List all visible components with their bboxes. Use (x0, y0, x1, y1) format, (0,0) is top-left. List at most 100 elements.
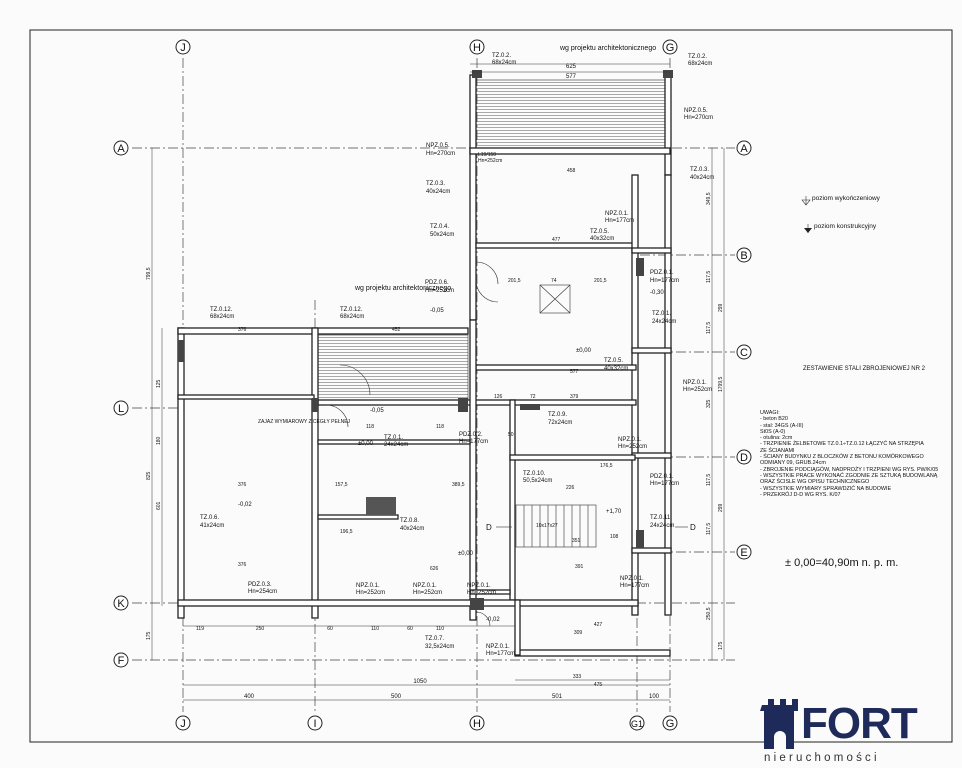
svg-text:60: 60 (327, 626, 333, 632)
svg-text:201,5: 201,5 (508, 278, 521, 284)
svg-text:157,5: 157,5 (335, 482, 348, 488)
note-line: - otulina: 2cm (760, 435, 793, 442)
svg-text:117,5: 117,5 (706, 322, 712, 334)
dimension-labels: 625 577 1050 400 500 501 100 119 250 60 … (146, 64, 724, 700)
svg-text:B: B (740, 250, 747, 262)
svg-text:J: J (180, 42, 186, 54)
svg-text:I: I (313, 718, 316, 730)
svg-text:Hn=252cm: Hn=252cm (683, 387, 712, 393)
svg-text:458: 458 (567, 168, 576, 174)
svg-text:100: 100 (649, 694, 660, 700)
svg-text:68x24cm: 68x24cm (210, 314, 234, 320)
svg-text:K: K (117, 598, 125, 610)
axis-bubble-top-h: H (469, 39, 485, 55)
architect-note-top: wg projektu architektonicznego (559, 45, 656, 52)
svg-text:TZ.0.2.: TZ.0.2. (492, 53, 511, 59)
svg-text:-0,05: -0,05 (430, 308, 444, 314)
svg-text:325: 325 (706, 399, 712, 408)
svg-text:PDZ.0.6.: PDZ.0.6. (425, 280, 449, 286)
note-line: UWAGI: (760, 410, 780, 416)
terrace-hatch-mid (317, 334, 469, 404)
svg-text:427: 427 (594, 622, 603, 628)
svg-text:74: 74 (551, 278, 557, 284)
svg-text:Hn=177cm: Hn=177cm (650, 481, 679, 487)
axis-bubble-bottom-h: H (469, 715, 485, 731)
svg-text:110: 110 (371, 626, 379, 632)
svg-text:Hn=252cm: Hn=252cm (618, 444, 647, 450)
svg-text:376: 376 (238, 482, 247, 488)
svg-text:379: 379 (570, 394, 579, 400)
brand-logo: FORT nieruchomości (758, 697, 958, 767)
elevation-datum: ± 0,00=40,90m n. p. m. (785, 557, 899, 569)
svg-text:32,5x24cm: 32,5x24cm (425, 644, 454, 650)
axis-bubble-top-j: J (175, 39, 191, 55)
svg-text:Hn=252cm: Hn=252cm (413, 590, 442, 596)
svg-text:626: 626 (430, 566, 439, 572)
svg-text:117,5: 117,5 (706, 523, 712, 535)
svg-text:175: 175 (146, 631, 152, 640)
axis-bubble-bottom-i: I (307, 715, 323, 731)
svg-text:F: F (118, 655, 125, 667)
svg-text:Hn=177cm: Hn=177cm (486, 651, 515, 657)
svg-text:TZ.0.10.: TZ.0.10. (523, 471, 546, 477)
svg-text:601: 601 (156, 501, 162, 510)
svg-text:799,5: 799,5 (146, 267, 152, 280)
svg-text:40x24cm: 40x24cm (426, 189, 450, 195)
svg-text:Hn=177cm: Hn=177cm (605, 218, 634, 224)
axis-bubble-right-c: C (736, 344, 752, 360)
svg-text:72: 72 (530, 394, 536, 400)
svg-text:196,5: 196,5 (340, 529, 353, 535)
svg-text:40x32cm: 40x32cm (604, 366, 628, 372)
axis-bubble-left-f: F (113, 652, 129, 668)
svg-text:TZ.0.5.: TZ.0.5. (604, 358, 623, 364)
svg-text:126: 126 (494, 394, 503, 400)
axis-bubble-top-g: G (662, 39, 678, 55)
tower-icon (760, 699, 798, 753)
svg-text:Hn=252cm: Hn=252cm (356, 590, 385, 596)
note-line: - WSZYSTKIE PRACE WYKONAĆ ZGODNIE ZE SZT… (760, 472, 938, 479)
drawing-frame (29, 29, 953, 743)
note-line: - ZBROJENIE PODCIĄGÓW, NADPROŻY I TRZPIE… (760, 466, 939, 473)
note-line: - TRZPIENIE ŻELBETOWE TZ.0.1÷TZ.0.12 ŁĄC… (760, 441, 924, 448)
svg-text:389,5: 389,5 (452, 482, 465, 488)
note-line: - WSZYSTKIE WYMIARY SPRAWDZIĆ NA BUDOWIE (760, 485, 892, 492)
section-mark: D D (486, 523, 696, 532)
svg-text:201,5: 201,5 (594, 278, 607, 284)
svg-text:119: 119 (196, 626, 204, 632)
svg-text:H: H (473, 718, 481, 730)
svg-text:24x24cm: 24x24cm (652, 319, 676, 325)
svg-text:299: 299 (718, 503, 724, 512)
svg-text:L: L (118, 403, 124, 415)
svg-text:501: 501 (552, 694, 563, 700)
svg-text:250: 250 (256, 626, 265, 632)
svg-text:625: 625 (566, 64, 577, 70)
svg-text:50,5x24cm: 50,5x24cm (523, 478, 552, 484)
svg-text:NPZ.0.5.: NPZ.0.5. (426, 143, 450, 149)
svg-text:60: 60 (407, 626, 413, 632)
svg-text:L19/150: L19/150 (478, 152, 496, 158)
note-line: ZE ŚCIANAMI (760, 447, 795, 454)
svg-text:TZ.0.12.: TZ.0.12. (340, 307, 363, 313)
svg-text:Hn=252cm: Hn=252cm (425, 288, 454, 294)
svg-text:Hn=177cm: Hn=177cm (650, 278, 679, 284)
svg-text:E: E (740, 547, 747, 559)
svg-text:PDZ.0.3.: PDZ.0.3. (248, 582, 272, 588)
svg-text:475: 475 (594, 682, 603, 688)
note-line: ODMIANY 09, GRUB.24cm (760, 460, 826, 467)
walls (177, 70, 673, 657)
svg-text:PDZ.0.1.: PDZ.0.1. (650, 270, 674, 276)
note-line: - beton B20 (760, 416, 788, 423)
brand-subtitle: nieruchomości (764, 752, 880, 764)
svg-text:NPZ.0.1.: NPZ.0.1. (605, 211, 629, 217)
svg-text:175: 175 (718, 641, 724, 650)
svg-text:-0,02: -0,02 (486, 617, 500, 623)
svg-text:176,5: 176,5 (600, 463, 613, 469)
svg-text:309: 309 (574, 630, 583, 636)
svg-text:1799,5: 1799,5 (718, 376, 724, 392)
svg-text:72x24cm: 72x24cm (548, 420, 572, 426)
svg-text:TZ.0.1.: TZ.0.1. (652, 311, 671, 317)
svg-text:NPZ.0.5.: NPZ.0.5. (684, 108, 708, 114)
svg-text:Hn=252cm: Hn=252cm (478, 158, 502, 164)
element-callouts: TZ.0.2.68x24cm TZ.0.2.68x24cm NPZ.0.5.Hn… (200, 53, 714, 657)
